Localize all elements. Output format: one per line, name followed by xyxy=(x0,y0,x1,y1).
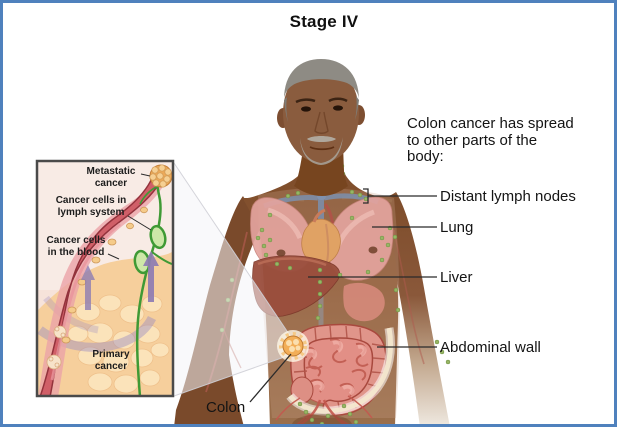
label-liver: Liver xyxy=(440,269,473,286)
nipple xyxy=(276,249,286,257)
head xyxy=(277,59,365,196)
inset-zoom-wedge xyxy=(173,162,294,397)
page-title: Stage IV xyxy=(289,12,359,31)
label-lung: Lung xyxy=(440,219,474,236)
leader-lines xyxy=(107,173,437,403)
inset-label-primary-cancer: Primary cancer xyxy=(92,349,130,372)
inset-dash-metastatic xyxy=(140,173,151,177)
colon-tumor xyxy=(277,330,309,362)
right-arm xyxy=(388,192,450,424)
label-distant-lymph-nodes: Distant lymph nodes xyxy=(440,188,576,205)
inset-label-cancer-cells-lymph: Cancer cells in lymph system xyxy=(55,195,127,218)
annotation-intro: Colon cancer has spread to other parts o… xyxy=(407,115,574,165)
inset-dash-blood xyxy=(107,253,120,260)
abdominal-wall-band xyxy=(286,327,395,416)
nipple xyxy=(368,246,378,254)
inset-illustration xyxy=(35,159,175,398)
leader-line-colon xyxy=(249,353,292,403)
internal-organs xyxy=(250,168,400,424)
metastatic-cancer-cluster xyxy=(149,164,172,188)
inset-label-cancer-cells-blood: Cancer cells in the blood xyxy=(46,235,106,258)
label-abdominal-wall: Abdominal wall xyxy=(440,339,541,356)
inset-box-border xyxy=(35,159,175,398)
inset-dash-lymph xyxy=(127,215,152,231)
label-colon: Colon xyxy=(206,399,246,416)
pelvic-arteries xyxy=(275,395,373,424)
inset-label-metastatic-cancer: Metastatic cancer xyxy=(86,166,136,189)
stomach xyxy=(343,282,385,322)
